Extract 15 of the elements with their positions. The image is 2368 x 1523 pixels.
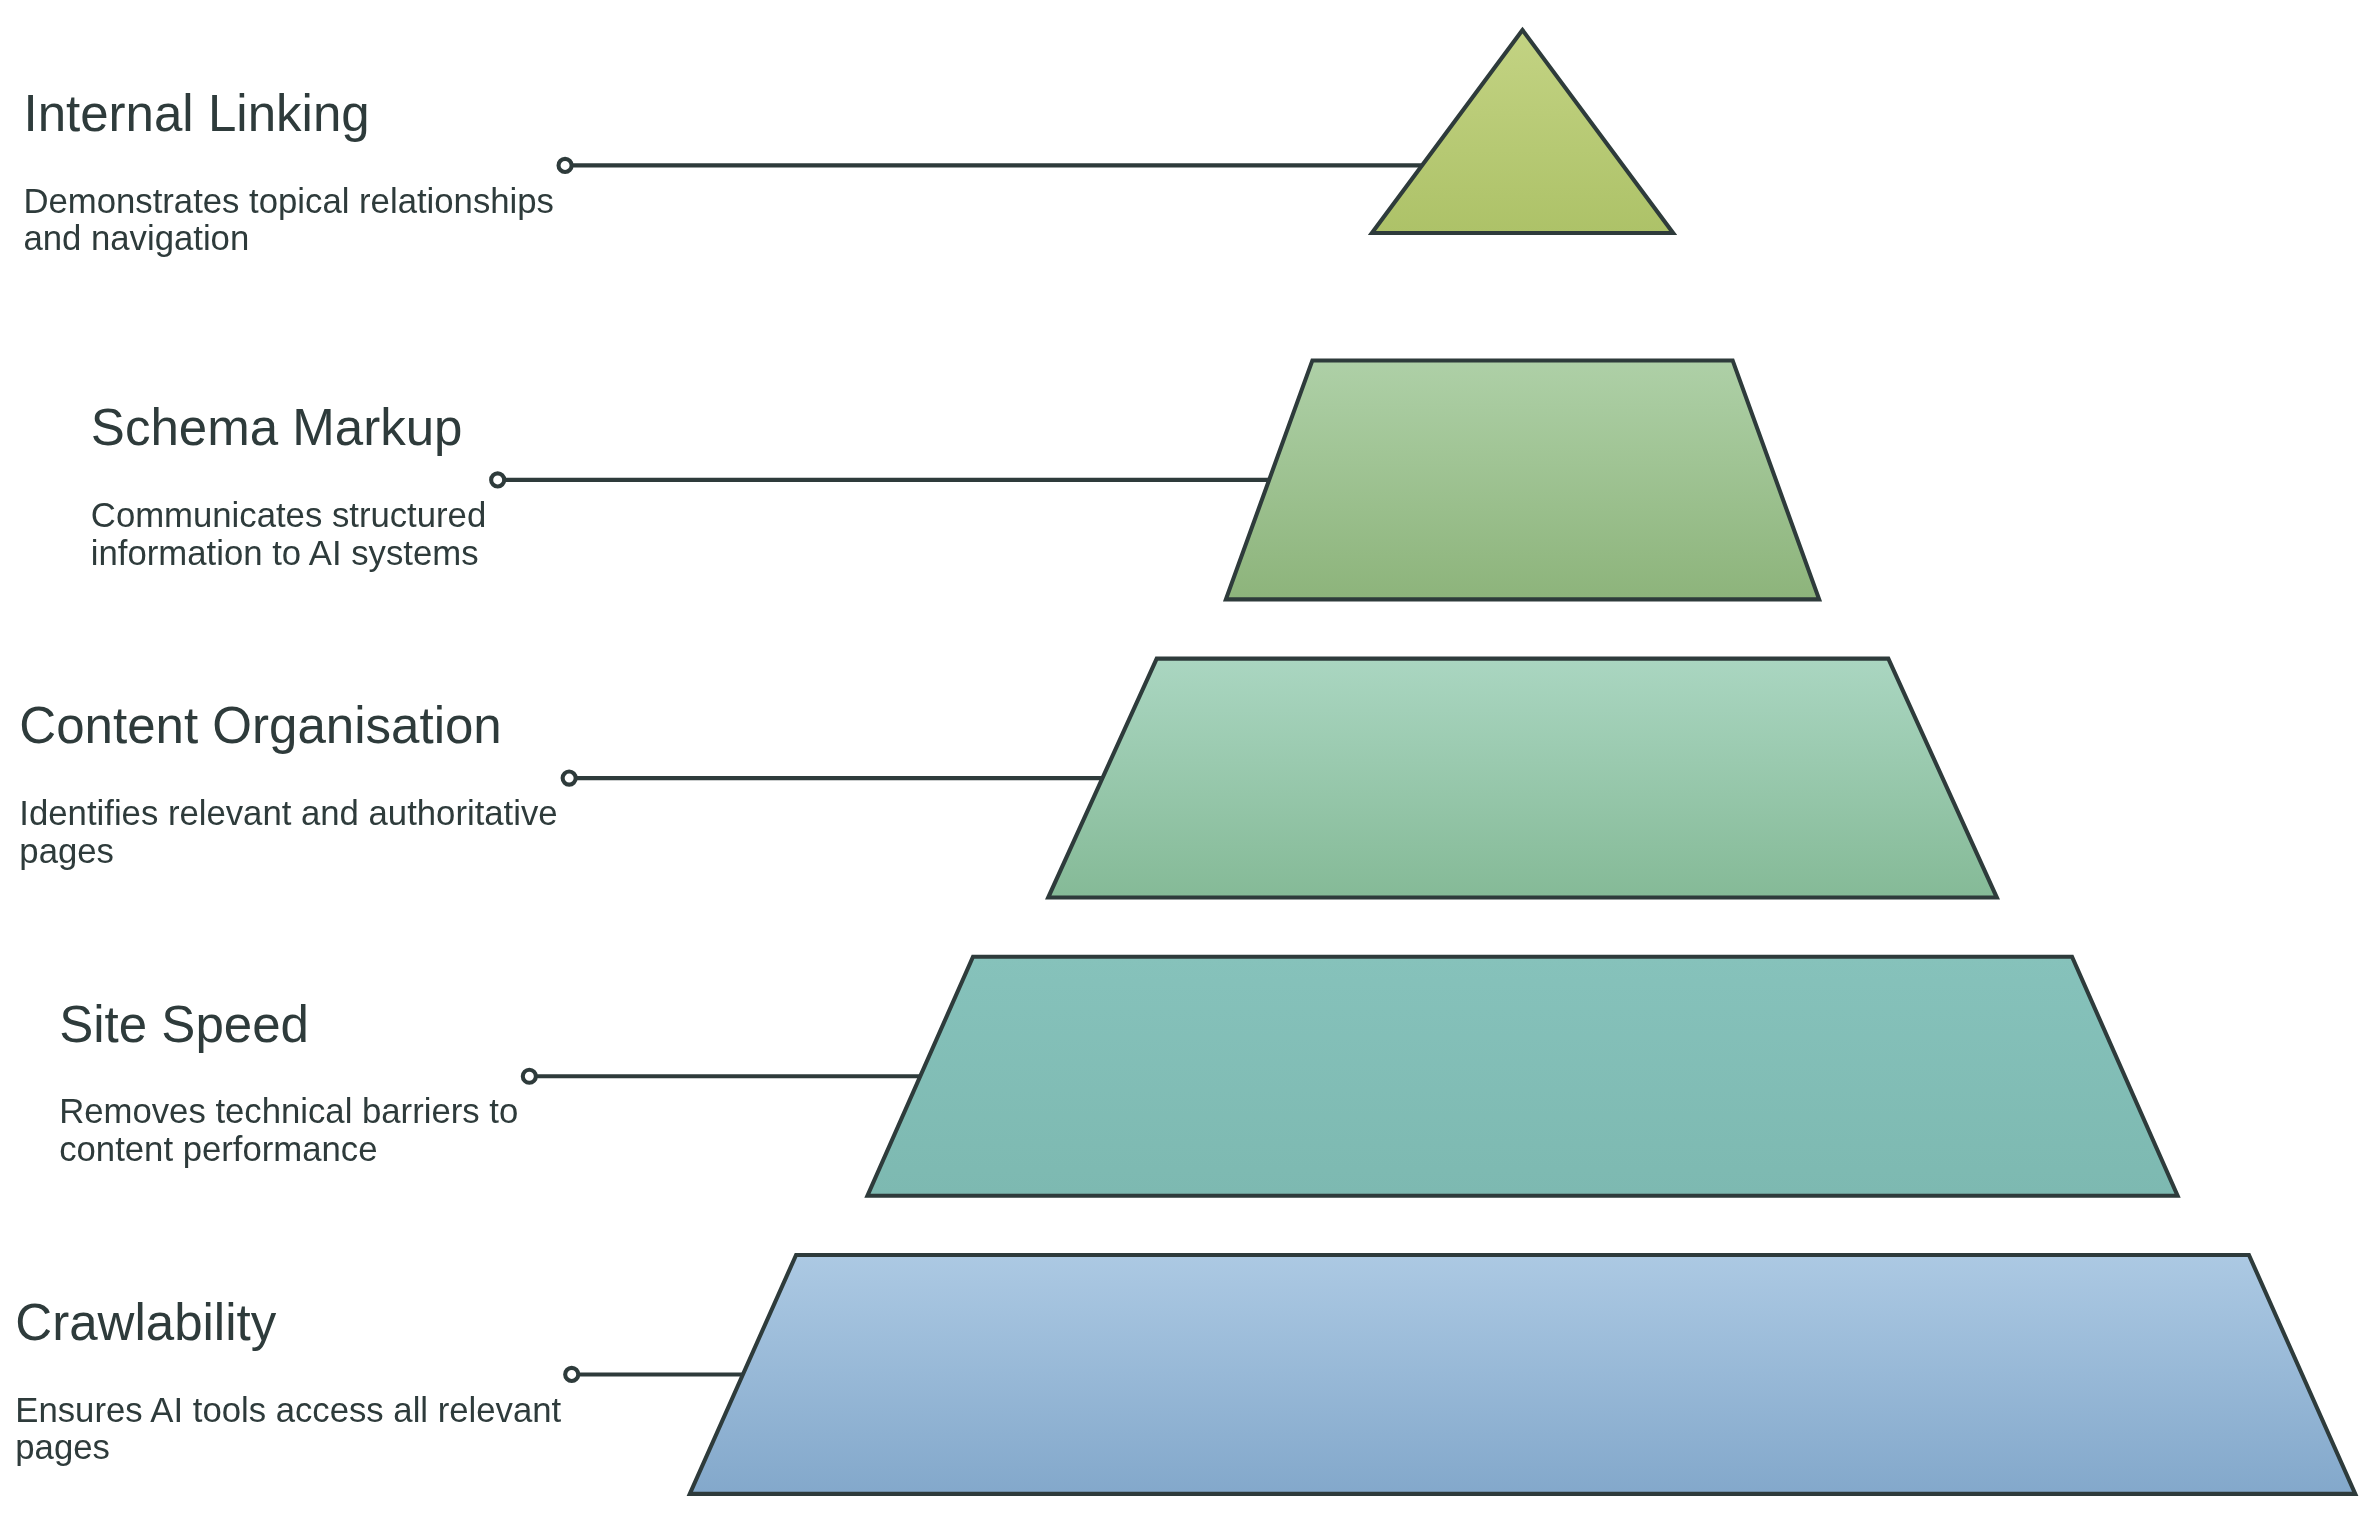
node-trapezoid xyxy=(686,1252,2359,1496)
node-trapezoid xyxy=(1222,357,1823,601)
node-text: Internal Linking Demonstrates topical relationships and navigation xyxy=(23,84,554,257)
node-text: Schema Markup Communicates structured information to AI systems xyxy=(90,398,487,572)
node-trapezoid xyxy=(864,954,2181,1198)
node-text: Site Speed Removes technical barriers to content performance xyxy=(59,995,519,1168)
connector xyxy=(563,1365,743,1383)
node-triangle xyxy=(1367,26,1678,235)
node-trapezoid xyxy=(1045,656,2000,900)
node-text: Content Organisation Identifies relevant and authoritative pages xyxy=(19,696,558,870)
connector xyxy=(560,769,1103,787)
connector xyxy=(520,1067,921,1085)
node-text: Crawlability Ensures AI tools access all relevant pages xyxy=(15,1293,562,1466)
connector xyxy=(556,156,1423,174)
connector xyxy=(489,470,1269,488)
